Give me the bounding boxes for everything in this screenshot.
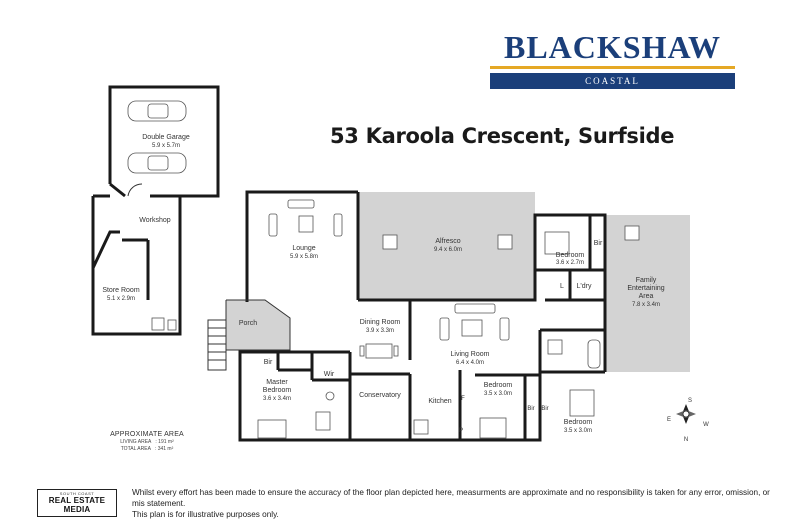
family-entertaining-area [605, 215, 690, 372]
label-bedroom-right: Bedroom [564, 419, 593, 426]
label-conservatory: Conservatory [359, 392, 401, 399]
label-dining: Dining Room [360, 319, 401, 326]
property-address: 53 Karoola Crescent, Surfside [330, 124, 675, 148]
media-logo-top: SOUTH COAST [59, 491, 95, 496]
living-area-row: LIVING AREA : 191 m² [102, 439, 192, 445]
compass-w: W [703, 422, 709, 428]
lounge-furniture [268, 199, 343, 237]
label-wir: Wir [324, 371, 335, 378]
label-laundry: L'dry [577, 283, 592, 290]
garage-block [108, 85, 220, 198]
area-title: APPROXIMATE AREA [110, 431, 184, 438]
media-logo: SOUTH COAST REAL ESTATE MEDIA [37, 489, 117, 517]
label-workshop: Workshop [139, 217, 170, 224]
label-bedroom-mid: Bedroom [484, 382, 513, 389]
label-family-1: Family [636, 277, 657, 284]
size-living: 6.4 x 4.0m [456, 360, 484, 366]
porch-area [226, 300, 290, 350]
label-bedroom-top: Bedroom [556, 252, 585, 259]
beds [257, 231, 595, 439]
size-double-garage: 5.9 x 5.7m [152, 143, 180, 149]
workshop-block [91, 194, 182, 336]
size-bedroom-top: 3.6 x 2.7m [556, 260, 584, 266]
dining-table [359, 343, 399, 359]
disclaimer-line-1: Whilst every effort has been made to ens… [132, 488, 770, 508]
total-area-value: : 341 m² [154, 446, 174, 452]
label-alfresco: Alfresco [435, 238, 460, 245]
label-living: Living Room [451, 351, 490, 358]
total-area-label: TOTAL AREA [120, 446, 151, 452]
size-lounge: 5.9 x 5.8m [290, 254, 318, 260]
label-fridge: F [461, 396, 465, 402]
size-family: 7.8 x 3.4m [632, 302, 660, 308]
label-master-2: Bedroom [263, 387, 292, 394]
size-master: 3.6 x 3.4m [263, 396, 291, 402]
label-bir-top: Bir [594, 240, 603, 247]
label-bir-mid: Bir [527, 406, 534, 412]
brand-accent-bar [490, 66, 735, 69]
label-lounge: Lounge [292, 245, 315, 252]
label-bir-master: Bir [264, 359, 273, 366]
porch-stairs [207, 319, 227, 371]
alfresco-tables [382, 225, 640, 250]
label-master-1: Master [266, 379, 288, 386]
car-top [127, 100, 187, 122]
label-pantry: P [459, 428, 463, 434]
label-kitchen: Kitchen [428, 398, 451, 405]
brand-name: BLACKSHAW [503, 29, 722, 65]
disclaimer: Whilst every effort has been made to ens… [132, 487, 772, 520]
label-family-3: Area [639, 293, 654, 300]
label-store-room: Store Room [102, 287, 140, 294]
alfresco-area [358, 192, 535, 300]
car-bottom [127, 152, 187, 174]
compass-rose: S E W N [667, 398, 709, 443]
size-alfresco: 9.4 x 6.0m [434, 247, 462, 253]
bathroom-fixtures [315, 339, 601, 435]
house-walls [207, 190, 607, 442]
living-furniture [439, 303, 510, 341]
compass-s: S [688, 398, 692, 404]
size-store-room: 5.1 x 2.9m [107, 296, 135, 302]
label-linen: L [560, 283, 564, 290]
label-family-2: Entertaining [627, 285, 664, 292]
size-bedroom-right: 3.5 x 3.0m [564, 428, 592, 434]
brand-logo: BLACKSHAW COASTAL [490, 30, 735, 89]
total-area-row: TOTAL AREA : 341 m² [102, 446, 192, 452]
size-dining: 3.9 x 3.3m [366, 328, 394, 334]
label-bir-right: Bir [541, 406, 548, 412]
compass-e: E [667, 417, 671, 423]
living-area-value: : 191 m² [155, 439, 174, 445]
brand-subtitle: COASTAL [490, 73, 735, 89]
size-bedroom-mid: 3.5 x 3.0m [484, 391, 512, 397]
compass-n: N [684, 437, 688, 443]
media-logo-name: REAL ESTATE MEDIA [48, 496, 106, 514]
living-area-label: LIVING AREA [120, 439, 152, 445]
label-porch: Porch [239, 320, 257, 327]
approximate-area: APPROXIMATE AREA LIVING AREA : 191 m² TO… [102, 431, 192, 452]
disclaimer-line-2: This plan is for illustrative purposes o… [132, 510, 279, 519]
label-double-garage: Double Garage [142, 134, 190, 141]
